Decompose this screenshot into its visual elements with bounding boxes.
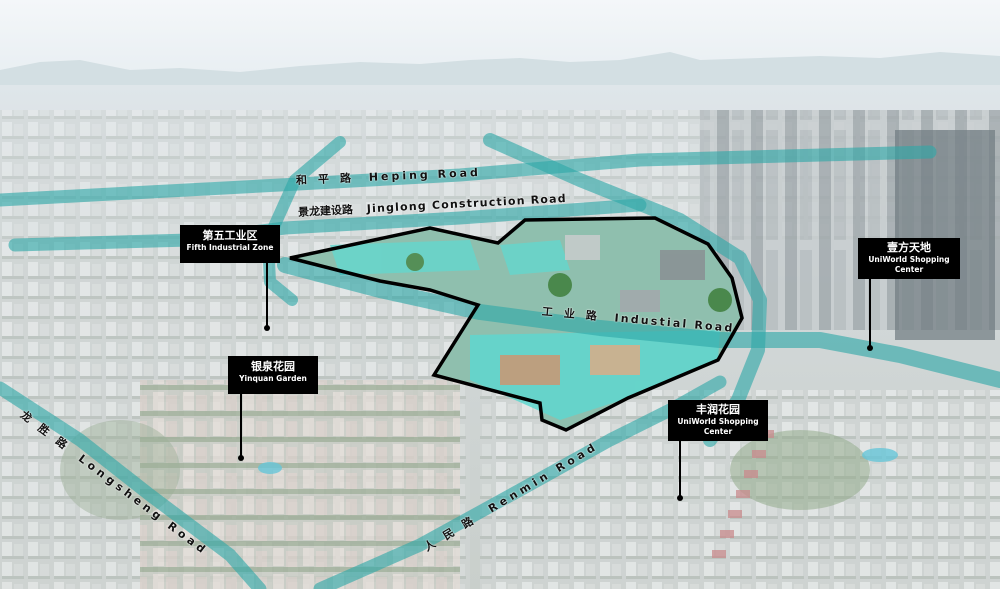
road-heping <box>0 145 937 207</box>
callout-yinquan-garden-zh: 银泉花园 <box>251 360 295 373</box>
leader-dot-fengrun-garden <box>677 495 683 501</box>
leader-dot-yinquan-garden <box>238 455 244 461</box>
site-boundary-outline <box>289 216 744 432</box>
callout-fifth-industrial-zone-en: Fifth Industrial Zone <box>186 243 274 252</box>
callout-uniworld-center: 壹方天地 UniWorld Shopping Center <box>858 238 960 279</box>
road-label-heping-zh: 和 平 路 <box>295 171 352 187</box>
leader-line-yinquan-garden <box>240 394 242 458</box>
leader-line-uniworld-center <box>869 279 871 347</box>
callout-yinquan-garden-en: Yinquan Garden <box>239 374 307 383</box>
leader-line-fifth-industrial-zone <box>266 263 268 327</box>
callout-uniworld-center-zh: 壹方天地 <box>887 241 931 254</box>
leader-dot-uniworld-center <box>867 345 873 351</box>
callout-fifth-industrial-zone-zh: 第五工业区 <box>202 229 258 242</box>
callout-fengrun-garden-zh: 丰润花园 <box>696 403 740 416</box>
leader-line-fengrun-garden <box>679 441 681 497</box>
callout-uniworld-center-en: UniWorld Shopping Center <box>868 255 950 274</box>
road-industrial <box>277 257 1000 388</box>
callout-fifth-industrial-zone: 第五工业区 Fifth Industrial Zone <box>180 225 280 263</box>
road-longsheng <box>0 381 267 589</box>
road-label-jinglong-zh: 景龙建设路 <box>297 203 354 219</box>
callout-fengrun-garden-en: UniWorld Shopping Center <box>677 417 759 436</box>
road-jinglong <box>8 198 647 252</box>
leader-dot-fifth-industrial-zone <box>264 325 270 331</box>
callout-yinquan-garden: 银泉花园 Yinquan Garden <box>228 356 318 394</box>
callout-fengrun-garden: 丰润花园 UniWorld Shopping Center <box>668 400 768 441</box>
